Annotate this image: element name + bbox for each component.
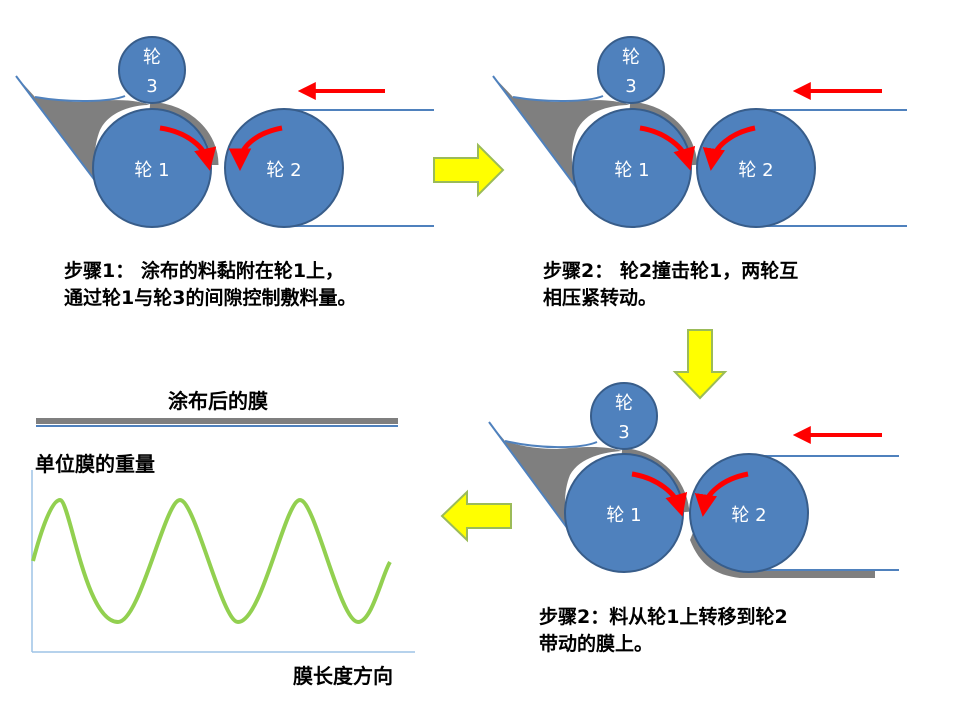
step-2-caption-line-1: 步骤2： 轮2撞击轮1，两轮互 (543, 260, 799, 282)
wheel-3: 轮 3 (597, 36, 665, 104)
stage-3-diagram: 轮 3 轮 1 轮 2 (488, 382, 899, 578)
rotation-arrow-icon (694, 471, 749, 517)
step-1-caption-line-1: 步骤1： 涂布的料黏附在轮1上， (64, 260, 345, 282)
wheel-3: 轮 3 (590, 382, 658, 450)
wheel-2: 轮 2 (689, 453, 809, 573)
step-3-caption-line-2: 带动的膜上。 (539, 633, 654, 655)
wheel-1-label: 轮 1 (614, 160, 649, 181)
right-arrow-icon (433, 142, 505, 198)
wheel-1: 轮 1 (572, 108, 696, 228)
step-1-caption-line-2: 通过轮1与轮3的间隙控制敷料量。 (64, 287, 357, 309)
rotation-arrow-icon (159, 125, 217, 171)
film-lines (757, 109, 907, 227)
wheel-3-number: 3 (625, 76, 636, 97)
step-3-caption: 步骤2：料从轮1上转移到轮2 带动的膜上。 (539, 604, 788, 658)
step-1-caption: 步骤1： 涂布的料黏附在轮1上， 通过轮1与轮3的间隙控制敷料量。 (64, 258, 356, 312)
wheel-2-label: 轮 2 (738, 160, 773, 181)
rotation-arrow-icon (639, 125, 696, 171)
wheel-2-label: 轮 2 (266, 160, 301, 181)
wheel-1: 轮 1 (564, 453, 688, 573)
rotation-arrow-icon (631, 471, 688, 517)
coating-layer (36, 418, 398, 424)
wheel-3-number: 3 (146, 76, 157, 97)
wheel-3-label: 轮 (622, 47, 640, 68)
step-2-caption: 步骤2： 轮2撞击轮1，两轮互 相压紧转动。 (543, 258, 798, 312)
wheel-2: 轮 2 (696, 108, 816, 228)
wheel-1-label: 轮 1 (134, 160, 169, 181)
x-axis-label: 膜长度方向 (293, 664, 393, 688)
film-lines (749, 455, 899, 571)
weight-axes (31, 470, 415, 653)
wheel-3-number: 3 (618, 422, 629, 443)
coated-film-title: 涂布后的膜 (168, 389, 268, 413)
stage-2-diagram: 轮 3 轮 1 轮 2 (492, 36, 907, 228)
step-3-caption-line-1: 步骤2：料从轮1上转移到轮2 (539, 606, 788, 628)
down-arrow-icon (672, 329, 728, 400)
wheel-3-label: 轮 (615, 393, 633, 414)
rotation-arrow-icon (702, 125, 756, 171)
wheel-1: 轮 1 (92, 108, 217, 228)
left-arrow-icon (440, 489, 512, 543)
wheel-2-label: 轮 2 (731, 505, 766, 526)
coated-film-panel (31, 418, 415, 653)
film-lines (284, 109, 434, 227)
stage-1-diagram: 轮 3 轮 1 轮 2 (15, 36, 434, 228)
rotation-arrow-icon (228, 125, 283, 171)
wheel-3: 轮 3 (118, 36, 186, 104)
step-2-caption-line-2: 相压紧转动。 (543, 287, 658, 309)
wheel-1-label: 轮 1 (606, 505, 641, 526)
wheel-2: 轮 2 (224, 108, 344, 228)
wheel-3-label: 轮 (143, 47, 161, 68)
y-axis-label: 单位膜的重量 (35, 452, 155, 476)
weight-wave (31, 497, 392, 625)
